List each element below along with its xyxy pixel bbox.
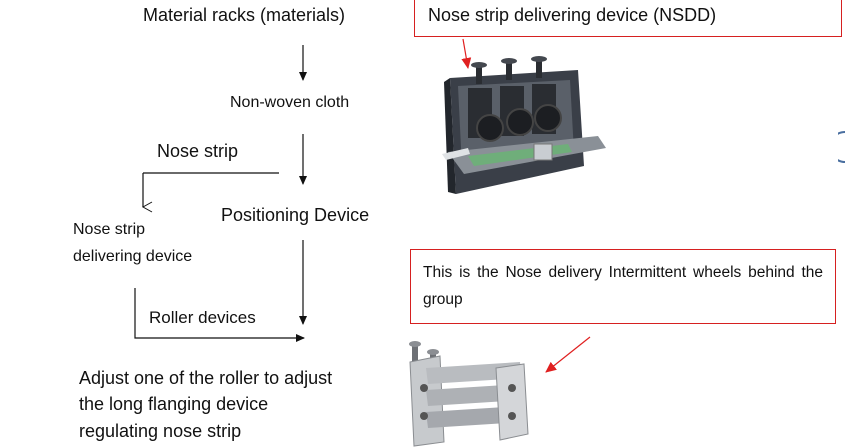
nsdd-device-image: [442, 56, 606, 194]
intermittent-callout-text: This is the Nose delivery Intermittent w…: [423, 264, 823, 308]
adjust-note-1: Adjust one of the roller to adjust: [79, 368, 333, 388]
nsdd-short-label-2: delivering device: [73, 248, 193, 265]
red-arrow-nsdd: [461, 38, 472, 69]
red-arrow-intermittent: [545, 336, 591, 373]
adjust-note-3: regulating nose strip: [79, 421, 242, 441]
nsdd-callout: Nose strip delivering device (NSDD): [414, 0, 842, 37]
nose-strip-label: Nose strip: [157, 141, 239, 161]
edge-circle-icon: [838, 131, 845, 163]
intermittent-callout: This is the Nose delivery Intermittent w…: [410, 249, 836, 324]
material-racks-label: Material racks (materials): [143, 5, 346, 25]
positioning-label: Positioning Device: [221, 205, 370, 225]
roller-wheels-image: [409, 341, 529, 447]
roller-devices-label: Roller devices: [149, 308, 256, 327]
nsdd-short-label-1: Nose strip: [73, 221, 146, 238]
nsdd-callout-text: Nose strip delivering device (NSDD): [428, 5, 717, 25]
adjust-note-2: the long flanging device: [79, 394, 269, 414]
arrow-nsdd-to-rollers: [134, 288, 305, 342]
non-woven-label: Non-woven cloth: [230, 94, 350, 111]
